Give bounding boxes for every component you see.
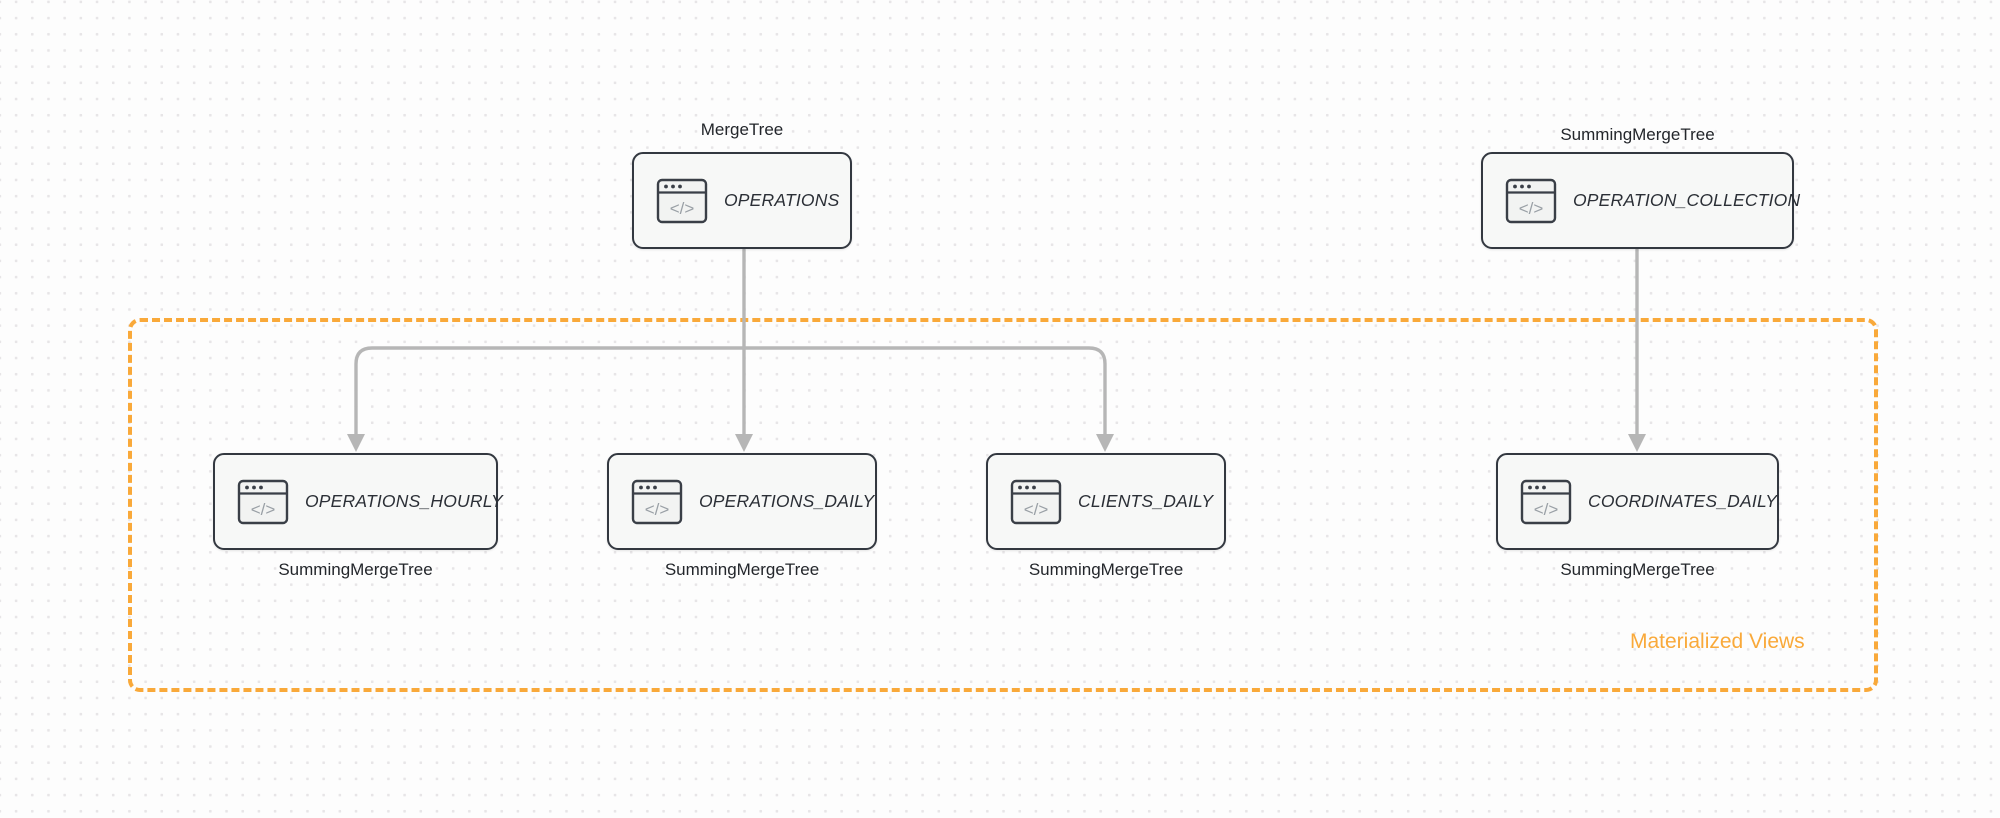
code-window-icon: </> xyxy=(1520,479,1572,525)
node-clients-daily[interactable]: </> CLIENTS_DAILY xyxy=(986,453,1226,550)
caption-coordinates-daily: SummingMergeTree xyxy=(1560,560,1715,579)
svg-text:</>: </> xyxy=(645,500,670,519)
svg-text:</>: </> xyxy=(670,199,695,218)
code-window-icon: </> xyxy=(1010,479,1062,525)
caption-operation-collection: SummingMergeTree xyxy=(1560,125,1715,144)
node-operation-collection[interactable]: </> OPERATION_COLLECTION xyxy=(1481,152,1800,249)
caption-operations-hourly: SummingMergeTree xyxy=(278,560,433,579)
node-operations-daily[interactable]: </> OPERATIONS_DAILY xyxy=(607,453,877,550)
node-coordinates-daily[interactable]: </> COORDINATES_DAILY xyxy=(1496,453,1779,550)
node-title: OPERATIONS_DAILY xyxy=(699,491,875,511)
caption-operations: MergeTree xyxy=(700,120,784,139)
node-operations[interactable]: </> OPERATIONS xyxy=(632,152,852,249)
materialized-views-group-label: Materialized Views xyxy=(1630,630,1805,653)
node-title: OPERATIONS xyxy=(724,190,840,210)
node-title: OPERATIONS_HOURLY xyxy=(305,491,503,511)
node-title: COORDINATES_DAILY xyxy=(1588,491,1778,511)
svg-text:</>: </> xyxy=(1534,500,1559,519)
node-title: CLIENTS_DAILY xyxy=(1078,491,1214,511)
code-window-icon: </> xyxy=(656,178,708,224)
svg-text:</>: </> xyxy=(251,500,276,519)
caption-clients-daily: SummingMergeTree xyxy=(1028,560,1184,579)
code-window-icon: </> xyxy=(1505,178,1557,224)
caption-operations-daily: SummingMergeTree xyxy=(664,560,820,579)
svg-text:</>: </> xyxy=(1519,199,1544,218)
node-operations-hourly[interactable]: </> OPERATIONS_HOURLY xyxy=(213,453,503,550)
code-window-icon: </> xyxy=(237,479,289,525)
svg-text:</>: </> xyxy=(1024,500,1049,519)
code-window-icon: </> xyxy=(631,479,683,525)
materialized-views-group xyxy=(128,318,1878,692)
node-title: OPERATION_COLLECTION xyxy=(1573,190,1801,210)
